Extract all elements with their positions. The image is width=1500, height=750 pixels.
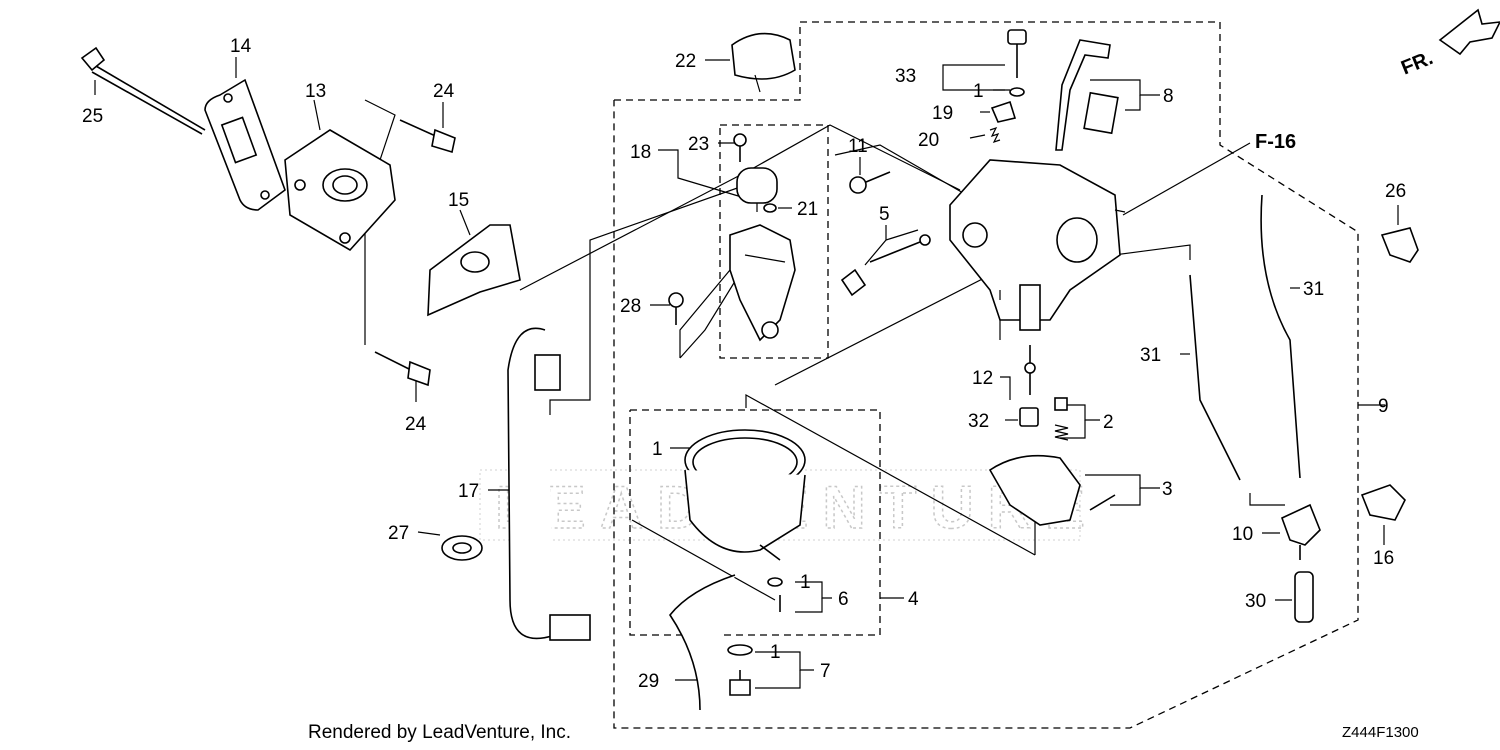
callout-19: 19	[932, 103, 953, 124]
solenoid-cap	[731, 32, 796, 93]
main-nozzle	[1024, 345, 1036, 395]
callout-10: 10	[1232, 524, 1253, 545]
small-screw-top	[733, 133, 747, 162]
fuel-cut-solenoid	[736, 167, 778, 212]
fuel-tube-short-straight	[1294, 571, 1314, 623]
main-jet	[1019, 407, 1039, 427]
callout-1-bolt: 1	[770, 642, 781, 663]
throttle-link-clip	[990, 100, 1017, 123]
callout-15: 15	[448, 190, 469, 211]
callout-23: 23	[688, 134, 709, 155]
grommet	[441, 535, 483, 561]
callout-27: 27	[388, 523, 409, 544]
callout-31-left: 31	[1140, 345, 1161, 366]
float-chamber-group-outline	[629, 409, 881, 636]
callout-24-upper: 24	[433, 81, 455, 102]
tube-clip-upper	[1380, 227, 1419, 263]
callout-14: 14	[230, 36, 252, 57]
adjustment-screw	[1007, 29, 1027, 97]
wire-harness	[507, 327, 591, 641]
diagram-code: Z444F1300	[1342, 724, 1419, 741]
throttle-stop-screw	[849, 171, 891, 194]
callout-21: 21	[797, 199, 818, 220]
front-arrow-icon	[1438, 8, 1500, 56]
drain-screw	[767, 577, 783, 612]
callout-6: 6	[838, 589, 849, 610]
callout-29: 29	[638, 671, 659, 692]
callout-30: 30	[1245, 591, 1266, 612]
callout-9: 9	[1378, 396, 1389, 417]
callout-16: 16	[1373, 548, 1394, 569]
callout-13: 13	[305, 81, 326, 102]
callout-32: 32	[968, 411, 989, 432]
long-bolt	[80, 46, 206, 135]
insulator-gasket	[204, 78, 286, 211]
float	[988, 454, 1116, 526]
float-valve-set	[1054, 397, 1069, 441]
choke-mechanism	[729, 224, 796, 342]
callout-5: 5	[879, 204, 890, 225]
carburetor-body	[949, 159, 1126, 331]
chamber-bolt	[727, 644, 753, 696]
callout-28: 28	[620, 296, 641, 317]
pilot-screw	[840, 234, 931, 297]
front-direction-indicator: FR.	[1398, 8, 1500, 80]
credit-text: Rendered by LeadVenture, Inc.	[308, 722, 571, 743]
callout-26: 26	[1385, 181, 1406, 202]
callout-33: 33	[895, 66, 916, 87]
drain-tube	[669, 574, 736, 711]
callout-1-chamber: 1	[652, 439, 663, 460]
fuel-tube-joint	[1280, 503, 1321, 560]
outer-group-outline	[613, 21, 1359, 729]
callout-3: 3	[1162, 479, 1173, 500]
fuel-tube-long	[1260, 194, 1301, 479]
callout-11: 11	[848, 136, 868, 157]
mount-screw	[668, 292, 684, 325]
carburetor-insulator	[284, 129, 396, 252]
callout-12: 12	[972, 368, 993, 389]
callout-8: 8	[1163, 86, 1174, 107]
flange-bolt-lower	[374, 351, 431, 387]
callout-31-right: 31	[1303, 279, 1324, 300]
flange-bolt-upper	[399, 119, 456, 154]
figure-reference: F-16	[1255, 131, 1296, 153]
callout-4: 4	[908, 589, 919, 610]
callout-labels: 14 25 13 24 24 15 22 18 23 21 28 11 5 33…	[82, 36, 1406, 692]
small-o-ring	[763, 203, 777, 213]
choke-lever-set	[1055, 39, 1119, 151]
float-chamber	[684, 429, 806, 561]
callout-24-lower: 24	[405, 414, 427, 435]
callout-1-drain: 1	[800, 572, 811, 593]
tube-clip-lower	[1360, 484, 1406, 521]
callout-1-top: 1	[973, 81, 984, 102]
heat-plate	[427, 224, 521, 317]
callout-25: 25	[82, 106, 103, 127]
throttle-spring	[989, 126, 1001, 144]
callout-17: 17	[458, 481, 479, 502]
fuel-tube-short	[1189, 274, 1241, 481]
callout-22: 22	[675, 51, 696, 72]
callout-20: 20	[918, 130, 939, 151]
callout-18: 18	[630, 142, 651, 163]
callout-7: 7	[820, 661, 831, 682]
front-direction-label: FR.	[1398, 47, 1436, 79]
callout-2: 2	[1103, 412, 1114, 433]
